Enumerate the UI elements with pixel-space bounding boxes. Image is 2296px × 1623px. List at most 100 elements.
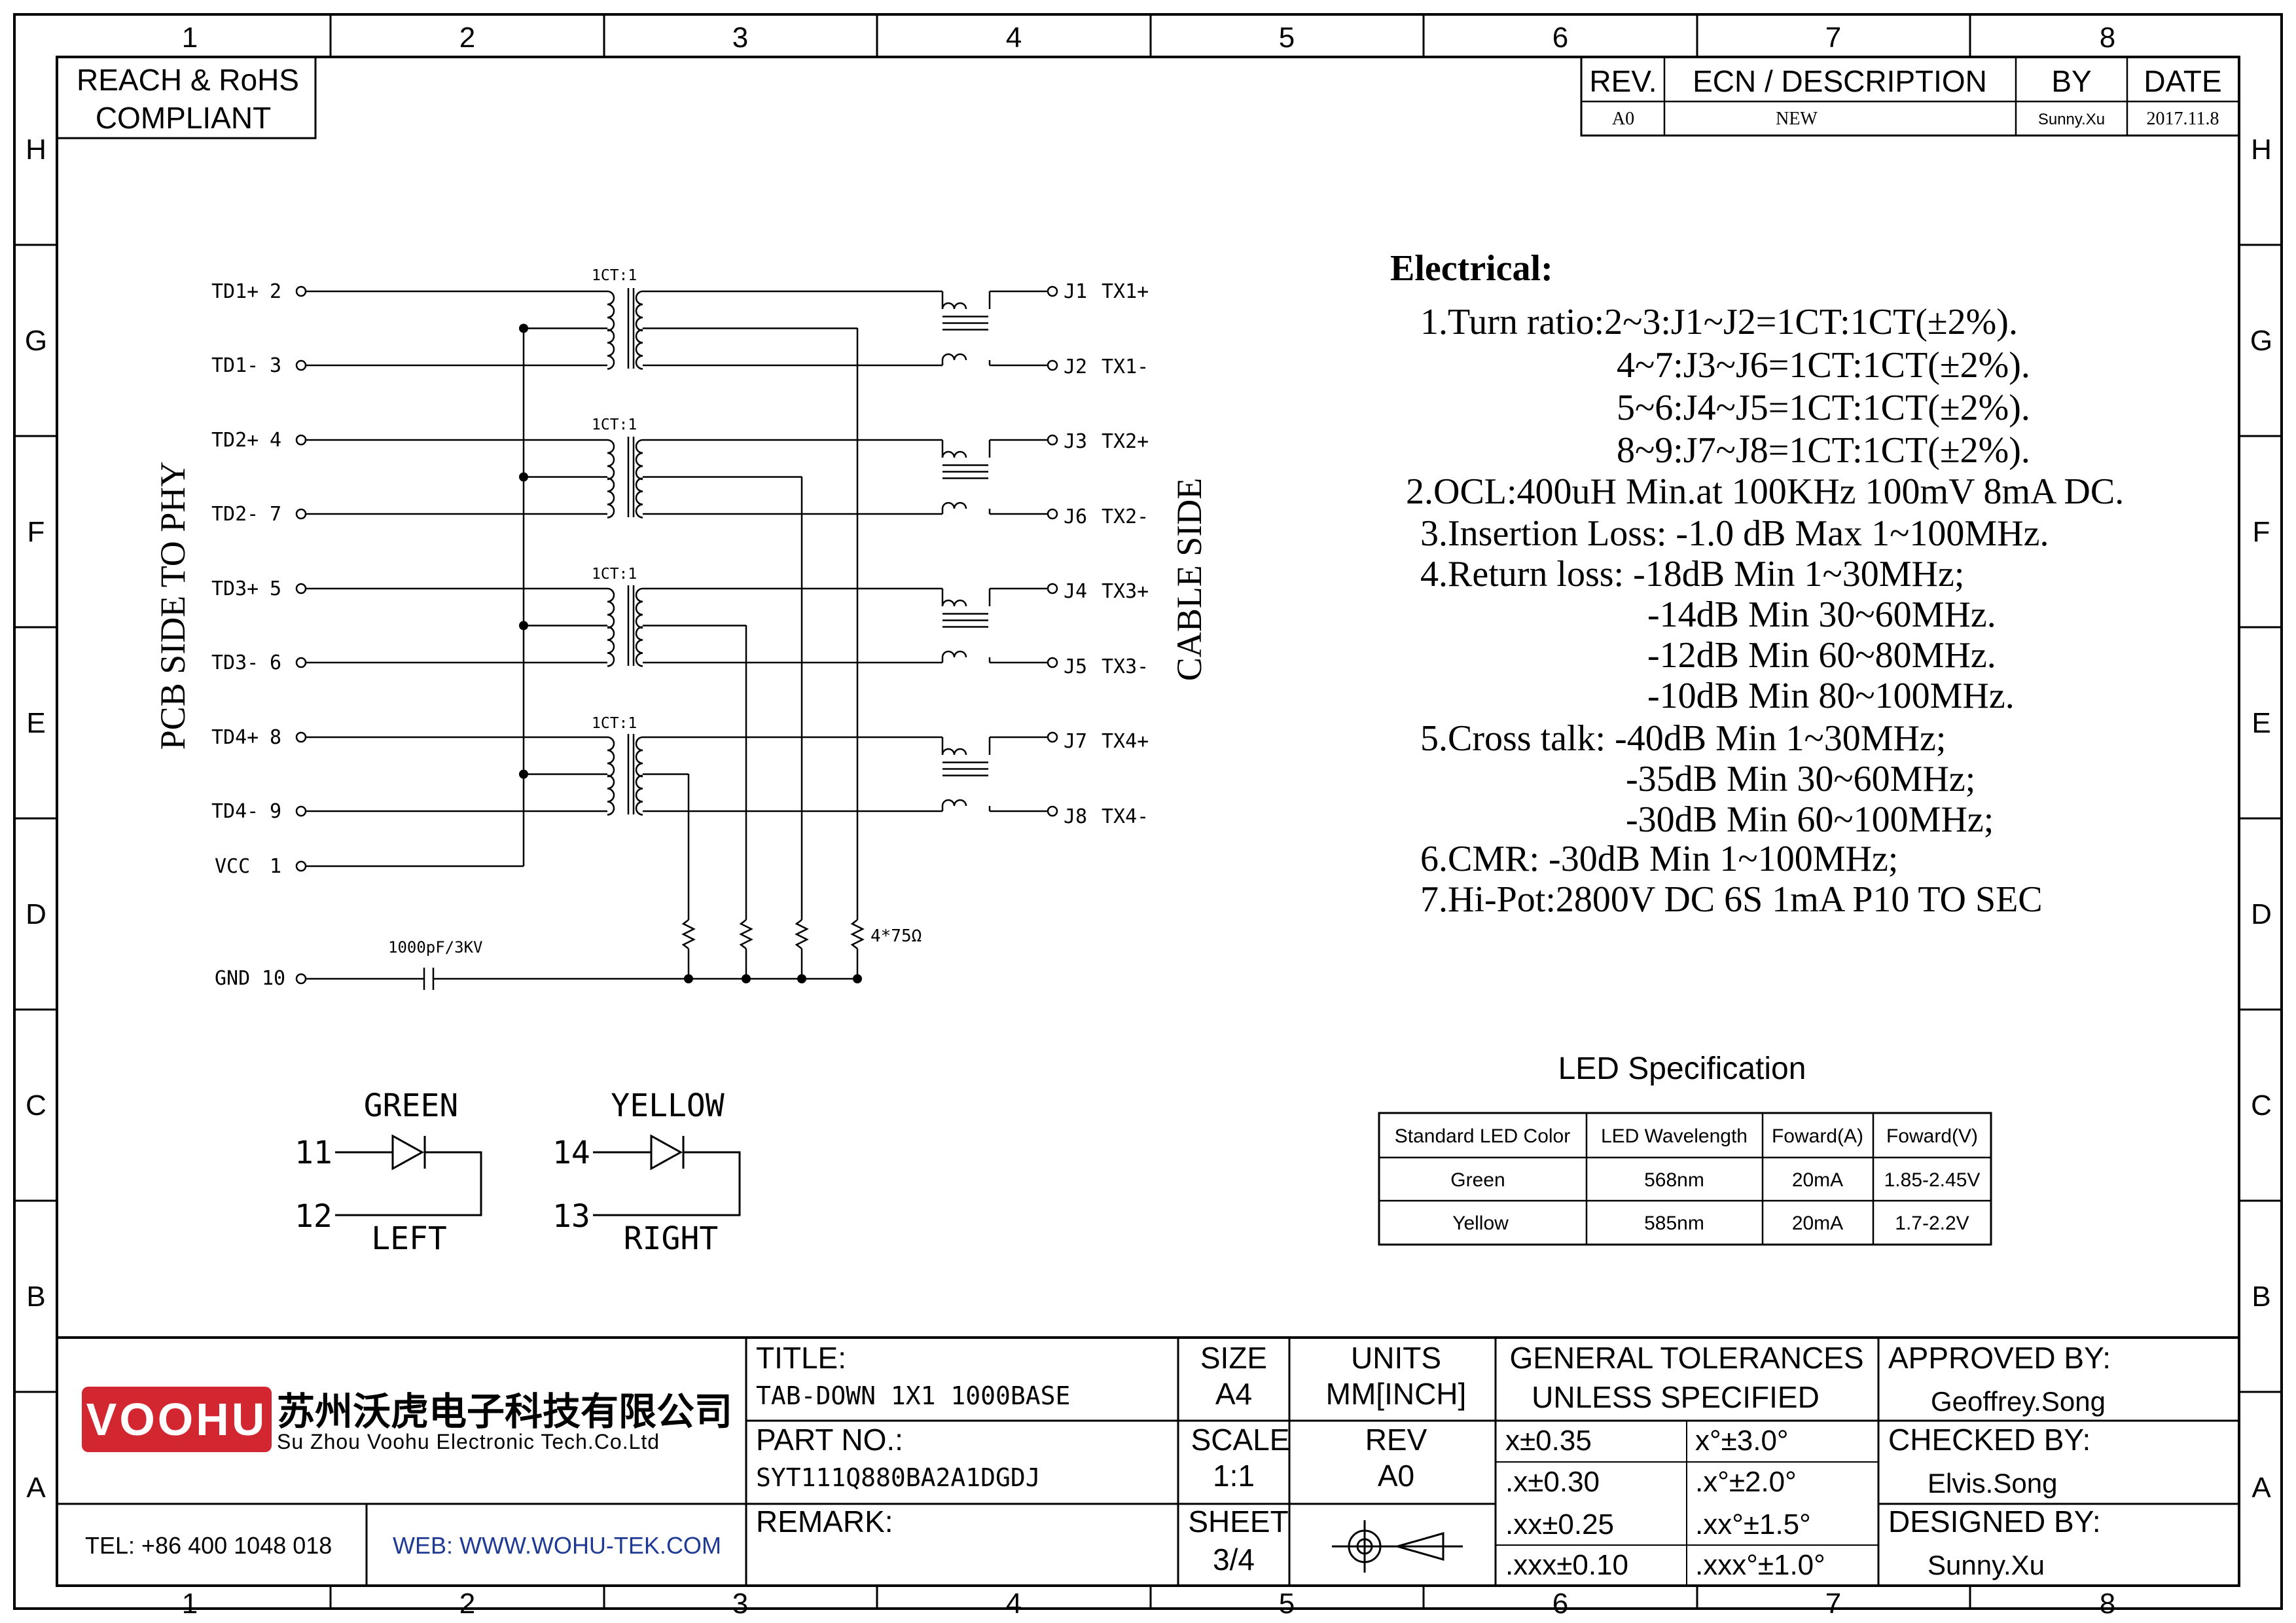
choke-winding xyxy=(941,302,967,310)
led-spec-table: LED Specification Standard LED Color LED… xyxy=(1378,1051,1992,1246)
col-label-top: 4 xyxy=(1006,22,1022,54)
checked-label: CHECKED BY: xyxy=(1888,1423,2090,1457)
pin-name: TD2+ xyxy=(211,429,259,452)
transformer-winding xyxy=(607,439,615,481)
revision-table: REV. ECN / DESCRIPTION BY DATE A0 NEW Su… xyxy=(1580,56,2240,137)
tel: TEL: +86 400 1048 018 xyxy=(85,1532,332,1559)
cable-pin-name: TX4+ xyxy=(1102,730,1149,753)
led-spec-header: Foward(A) xyxy=(1772,1125,1863,1147)
transformer-winding xyxy=(635,587,643,629)
approved-value: Geoffrey.Song xyxy=(1931,1386,2106,1417)
approved-label: APPROVED BY: xyxy=(1888,1341,2111,1375)
col-label-top: 5 xyxy=(1279,22,1295,54)
col-label-top: 1 xyxy=(182,22,198,54)
cable-terminal xyxy=(1047,434,1058,446)
led-spec-header: Standard LED Color xyxy=(1395,1125,1570,1147)
ct-label: 1CT:1 xyxy=(592,715,637,732)
transformer-winding xyxy=(607,775,615,816)
tolerance-linear: .x±0.30 xyxy=(1505,1466,1600,1498)
pcb-side-label: PCB SIDE TO PHY xyxy=(153,462,192,750)
col-label-top: 8 xyxy=(2100,22,2115,54)
pin-number: 7 xyxy=(270,503,281,526)
web: WEB: WWW.WOHU-TEK.COM xyxy=(393,1532,721,1559)
transformer-winding xyxy=(635,477,643,519)
electrical-line: 5~6:J4~J5=1CT:1CT(±2%). xyxy=(1617,388,2030,428)
schematic-wiring xyxy=(295,285,1058,990)
cable-pin-name: TX3+ xyxy=(1102,580,1149,603)
resistor-symbol xyxy=(850,919,865,949)
left-pin-labels: TD1+ 2 TD1- 3 TD2+ 4 TD2- 7 TD3+ 5 TD3- … xyxy=(211,280,285,990)
cable-pin: J1 xyxy=(1064,280,1087,303)
electrical-line: -10dB Min 80~100MHz. xyxy=(1647,676,2015,716)
cable-pin: J8 xyxy=(1064,805,1087,828)
yellow-pin-a: 14 xyxy=(552,1135,590,1171)
col-label-bottom: 5 xyxy=(1279,1588,1295,1620)
row-label-left: F xyxy=(27,516,45,548)
pin-name: TD1+ xyxy=(211,280,259,303)
scale-label: SCALE xyxy=(1191,1423,1290,1457)
pin-name: TD2- xyxy=(211,503,259,526)
grid-column-labels: 1 2 3 4 5 6 7 8 1 2 3 4 5 6 7 8 xyxy=(182,22,2115,1620)
col-label-top: 6 xyxy=(1552,22,1568,54)
pin-terminal xyxy=(295,583,307,594)
col-label-bottom: 4 xyxy=(1006,1588,1022,1620)
row-label-right: G xyxy=(2250,325,2272,357)
by-value: Sunny.Xu xyxy=(2038,111,2105,128)
electrical-line: -14dB Min 30~60MHz. xyxy=(1647,594,1996,635)
pin-name: TD4- xyxy=(211,800,259,823)
part-value: SYT111Q880BA2A1DGDJ xyxy=(756,1463,1041,1492)
col-label-bottom: 6 xyxy=(1552,1588,1568,1620)
cable-pin-name: TX1- xyxy=(1102,356,1149,378)
resistor-label: 4*75Ω xyxy=(870,926,922,946)
pin-terminal xyxy=(295,973,307,985)
row-label-right: F xyxy=(2253,516,2270,548)
led-spec-header: Foward(V) xyxy=(1886,1125,1978,1147)
electrical-line: -12dB Min 60~80MHz. xyxy=(1647,635,1996,676)
pin-number: 6 xyxy=(270,651,281,674)
pin-number: 1 xyxy=(270,855,281,878)
electrical-line: 3.Insertion Loss: -1.0 dB Max 1~100MHz. xyxy=(1420,513,2049,554)
company-en: Su Zhou Voohu Electronic Tech.Co.Ltd xyxy=(277,1430,660,1453)
transformer-winding xyxy=(635,775,643,816)
pin-number: 8 xyxy=(270,726,281,749)
cable-terminal xyxy=(1047,731,1058,743)
checked-value: Elvis.Song xyxy=(1928,1468,2057,1499)
transformer-winding xyxy=(607,626,615,667)
pin-terminal xyxy=(295,805,307,817)
electrical-line: 4~7:J3~J6=1CT:1CT(±2%). xyxy=(1617,345,2030,386)
yellow-led-title: YELLOW xyxy=(611,1087,724,1124)
cable-terminal xyxy=(1047,805,1058,817)
tolerance-angular: .xxx°±1.0° xyxy=(1695,1549,1825,1581)
yellow-led-diode-icon xyxy=(650,1134,683,1171)
transformer-winding xyxy=(635,736,643,778)
compliance-line2: COMPLIANT xyxy=(96,101,271,135)
green-pin-b: 12 xyxy=(295,1198,332,1235)
size-value: A4 xyxy=(1215,1377,1252,1411)
row-label-left: A xyxy=(26,1472,46,1504)
choke-winding xyxy=(941,799,967,807)
electrical-line: 8~9:J7~J8=1CT:1CT(±2%). xyxy=(1617,430,2030,471)
rev-value: A0 xyxy=(1612,109,1634,129)
green-side-label: LEFT xyxy=(371,1220,447,1257)
cable-pin: J7 xyxy=(1064,730,1087,753)
col-label-bottom: 1 xyxy=(182,1588,198,1620)
tolerance-title-2: UNLESS SPECIFIED xyxy=(1532,1380,1820,1414)
ecn-header: ECN / DESCRIPTION xyxy=(1693,64,1987,98)
pin-number: 4 xyxy=(270,429,281,452)
grid-ticks xyxy=(14,14,2282,1609)
tolerance-linear: .xx±0.25 xyxy=(1505,1508,1614,1541)
pin-name: TD4+ xyxy=(211,726,259,749)
tolerance-title-1: GENERAL TOLERANCES xyxy=(1509,1341,1863,1375)
company-cn: 苏州沃虎电子科技有限公司 xyxy=(277,1391,732,1433)
projection-symbol-icon xyxy=(1332,1520,1463,1573)
col-label-bottom: 3 xyxy=(732,1588,748,1620)
row-label-right: C xyxy=(2251,1089,2272,1122)
part-label: PART NO.: xyxy=(756,1423,903,1457)
electrical-line: 2.OCL:400uH Min.at 100KHz 100mV 8mA DC. xyxy=(1406,471,2124,512)
outer-frame xyxy=(13,13,2283,1610)
cable-pin: J4 xyxy=(1064,580,1087,603)
tolerance-angular: .x°±2.0° xyxy=(1695,1466,1797,1498)
designed-label: DESIGNED BY: xyxy=(1888,1504,2101,1539)
led-spec-title: LED Specification xyxy=(1558,1051,1806,1086)
